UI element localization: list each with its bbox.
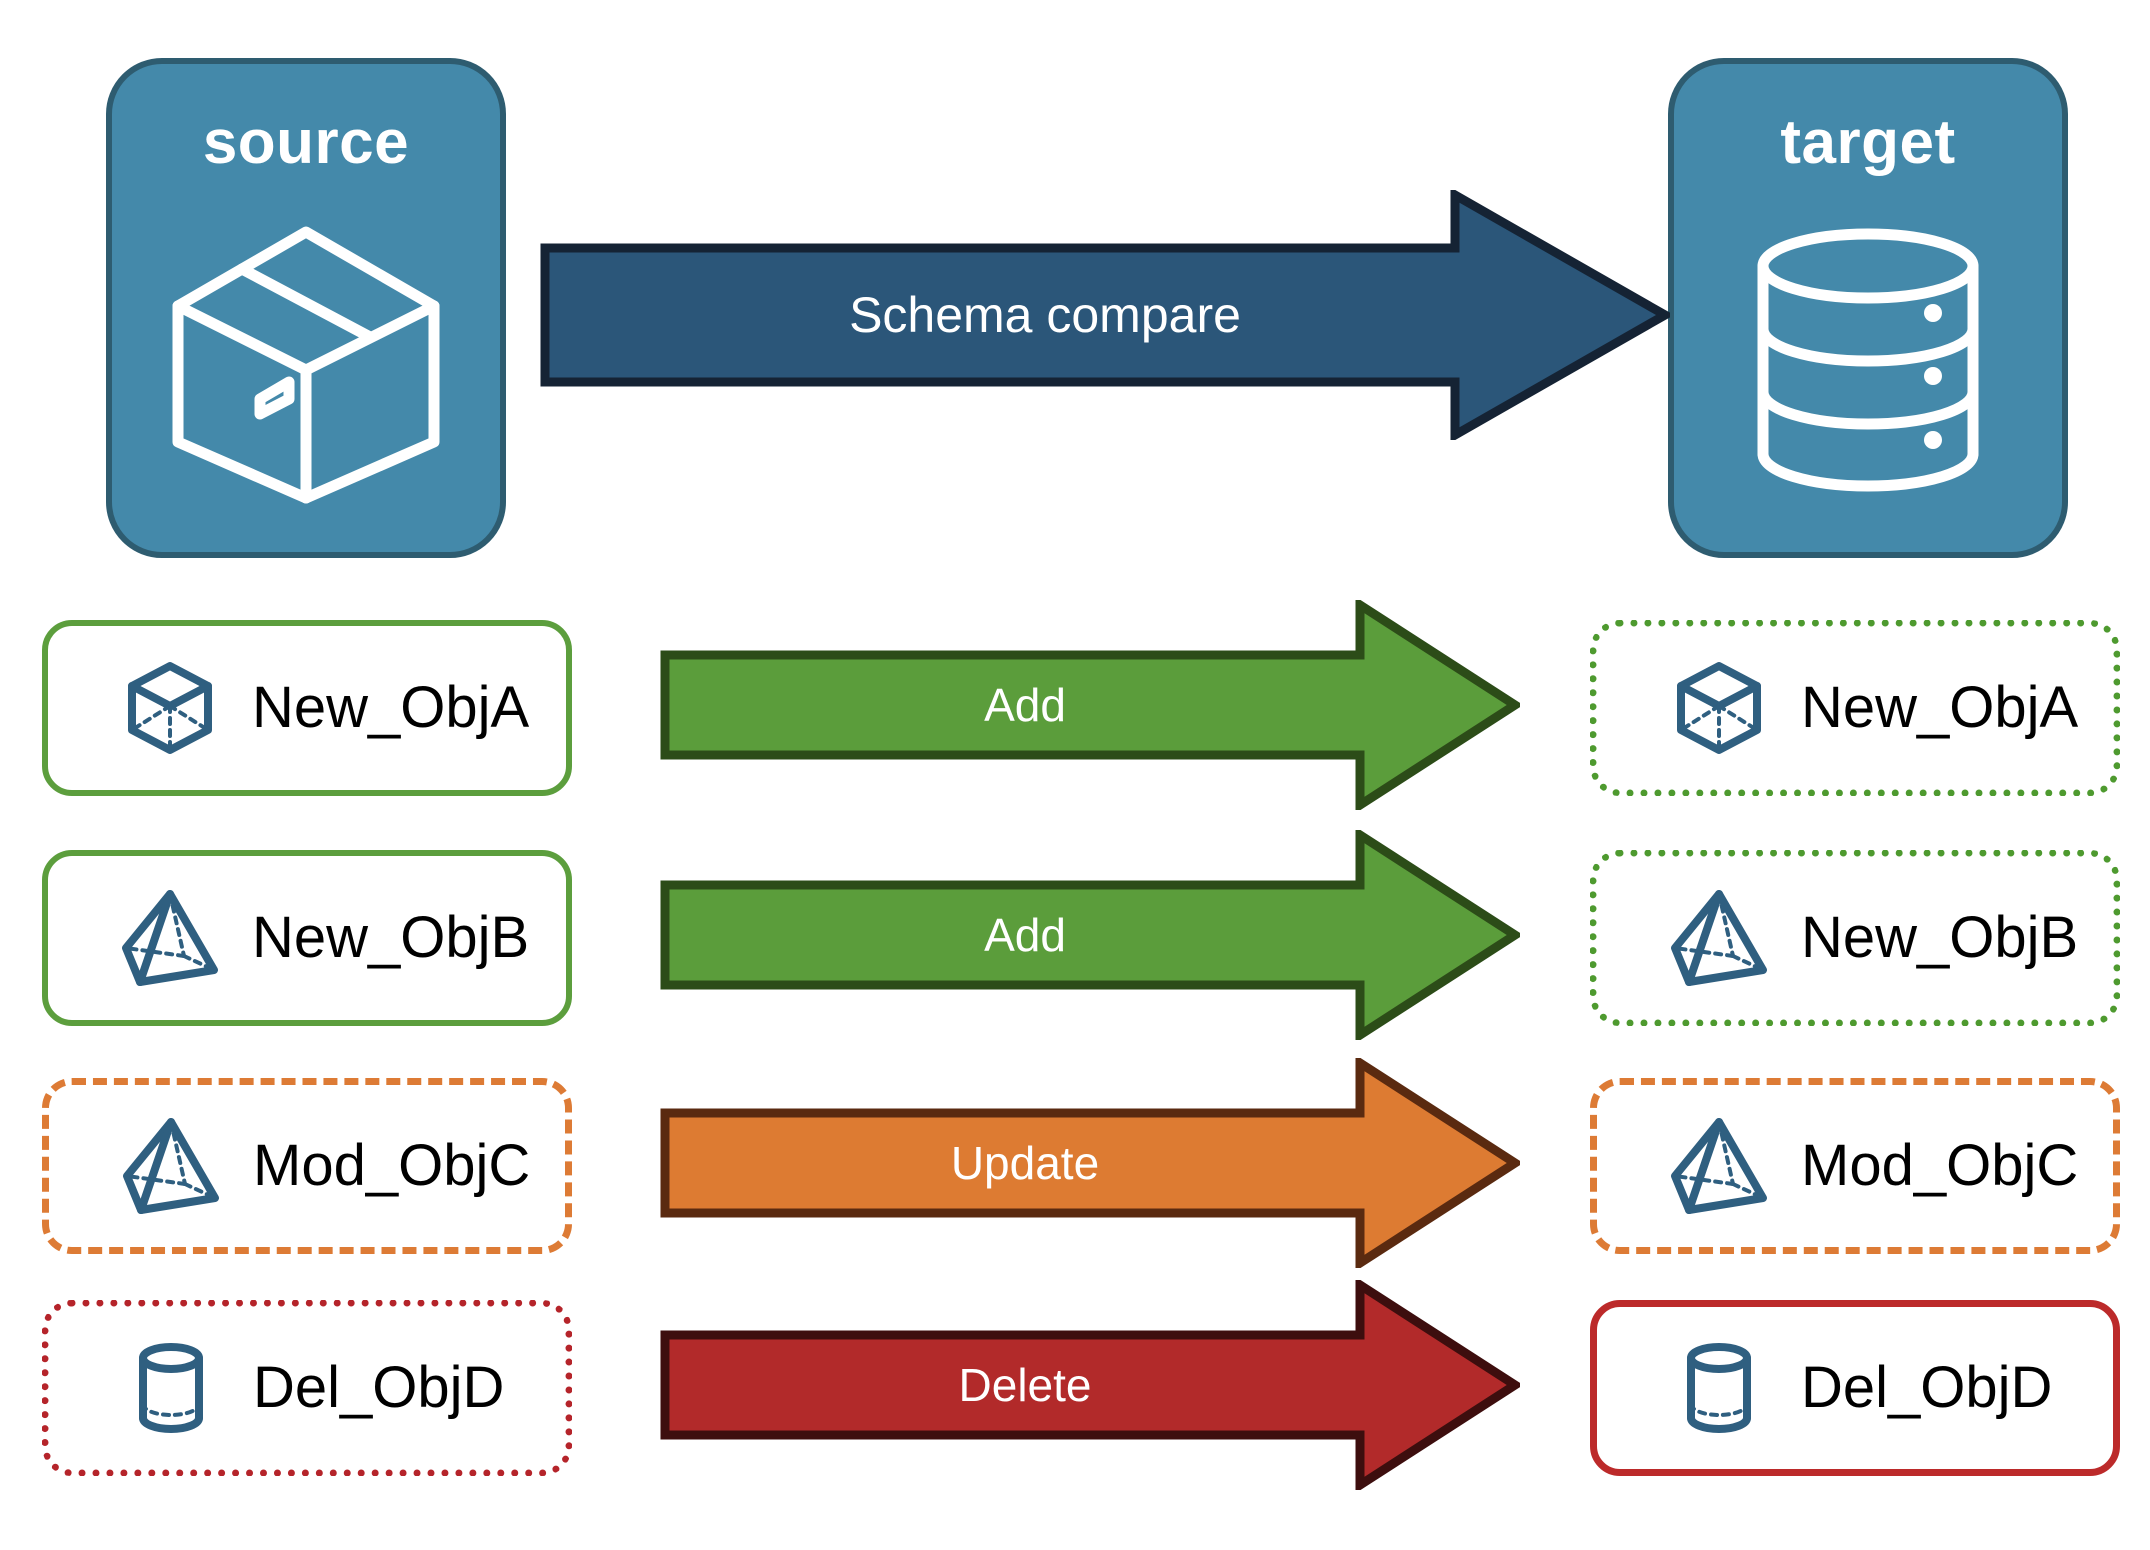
cylinder-wireframe-icon <box>119 1336 223 1440</box>
cube-wireframe-icon <box>118 656 222 760</box>
target-object-label: New_ObjB <box>1801 905 2079 970</box>
package-box-icon <box>156 210 456 510</box>
target-object-box-new-obja[interactable]: New_ObjA <box>1590 620 2120 796</box>
pyramid-wireframe-icon <box>119 1114 223 1218</box>
action-arrow-add-2: Add <box>660 826 1524 1044</box>
action-arrow-update: Update <box>660 1054 1524 1272</box>
source-object-label: Del_ObjD <box>253 1355 505 1420</box>
source-object-label: New_ObjA <box>252 675 530 740</box>
source-object-box-del-objd[interactable]: Del_ObjD <box>42 1300 572 1476</box>
target-object-box-del-objd[interactable]: Del_ObjD <box>1590 1300 2120 1476</box>
target-object-label: New_ObjA <box>1801 675 2079 740</box>
action-arrow-add-1: Add <box>660 596 1524 814</box>
target-panel-title: target <box>1780 108 1956 177</box>
schema-compare-arrow: Schema compare <box>540 187 1675 443</box>
cylinder-wireframe-icon <box>1667 1336 1771 1440</box>
target-object-box-new-objb[interactable]: New_ObjB <box>1590 850 2120 1026</box>
target-object-label: Mod_ObjC <box>1801 1133 2079 1198</box>
source-object-box-mod-objc[interactable]: Mod_ObjC <box>42 1078 572 1254</box>
target-object-box-mod-objc[interactable]: Mod_ObjC <box>1590 1078 2120 1254</box>
pyramid-wireframe-icon <box>1667 886 1771 990</box>
source-object-box-new-obja[interactable]: New_ObjA <box>42 620 572 796</box>
target-object-label: Del_ObjD <box>1801 1355 2053 1420</box>
source-panel: source <box>106 58 506 558</box>
pyramid-wireframe-icon <box>118 886 222 990</box>
source-object-label: Mod_ObjC <box>253 1133 531 1198</box>
cube-wireframe-icon <box>1667 656 1771 760</box>
target-panel: target <box>1668 58 2068 558</box>
database-cylinder-icon <box>1718 210 2018 510</box>
source-object-box-new-objb[interactable]: New_ObjB <box>42 850 572 1026</box>
source-object-label: New_ObjB <box>252 905 530 970</box>
source-panel-title: source <box>202 108 410 177</box>
pyramid-wireframe-icon <box>1667 1114 1771 1218</box>
action-arrow-delete: Delete <box>660 1276 1524 1494</box>
